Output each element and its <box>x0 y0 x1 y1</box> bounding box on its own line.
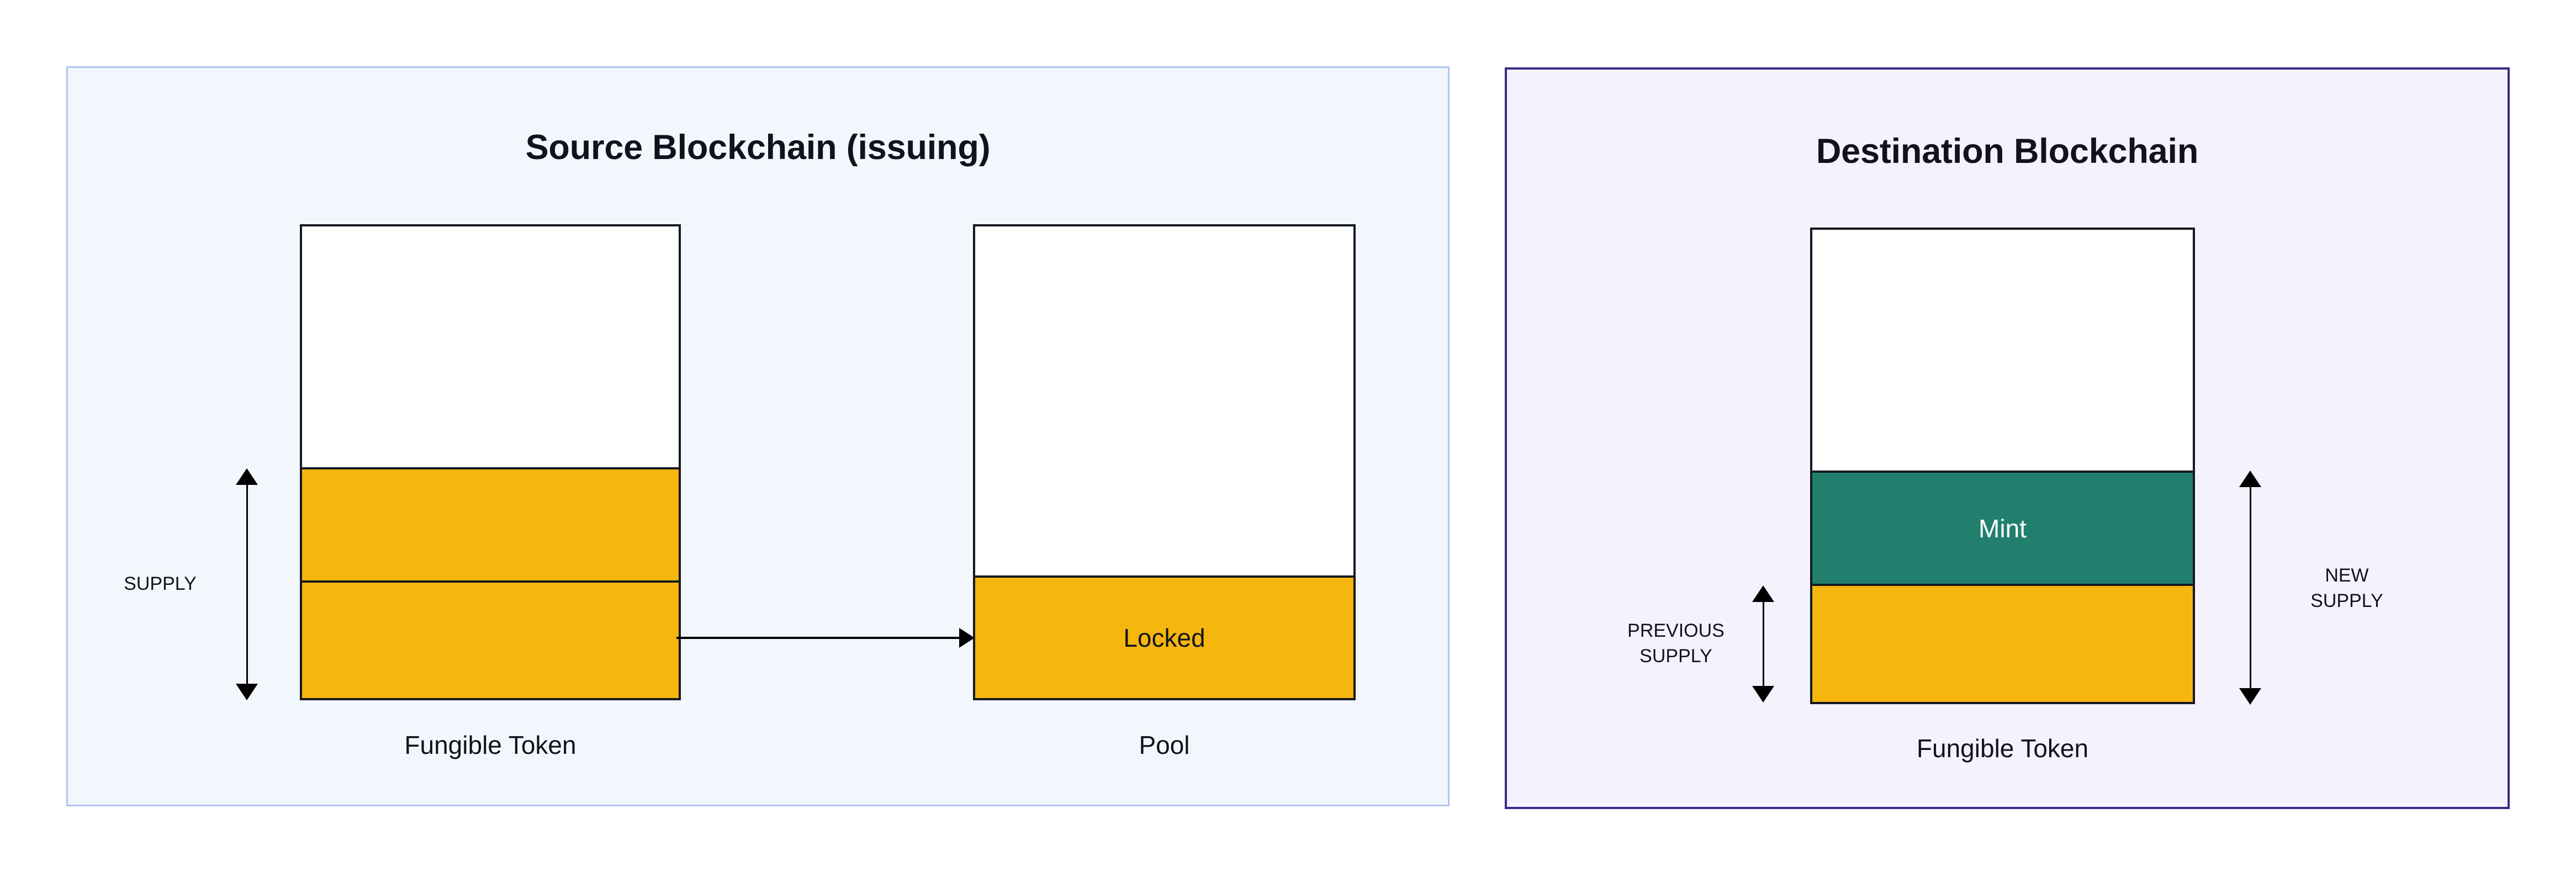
arrow-shaft <box>2250 483 2251 693</box>
supply-measure-arrow <box>236 468 258 700</box>
arrow-head-right-icon <box>959 628 975 648</box>
lock-transfer-arrow <box>676 628 975 648</box>
arrow-head-down-icon <box>2239 688 2261 705</box>
arrow-shaft <box>246 480 248 688</box>
destination-panel-title: Destination Blockchain <box>1816 132 2199 171</box>
new-supply-measure-arrow <box>2239 471 2261 705</box>
source-panel-title: Source Blockchain (issuing) <box>525 128 991 167</box>
destination-fungible-token-column: Mint <box>1810 228 2195 704</box>
arrow-head-down-icon <box>236 684 258 700</box>
new-supply-measure-label: NEW SUPPLY <box>2310 565 2383 611</box>
arrow-head-down-icon <box>1752 686 1774 702</box>
pool-column: Locked <box>973 224 1356 700</box>
pool-caption: Pool <box>1139 731 1190 759</box>
source-token-supply-lower-segment <box>302 580 679 698</box>
previous-supply-measure-label: PREVIOUS SUPPLY <box>1627 620 1725 667</box>
destination-token-previous-supply-segment <box>1812 584 2193 702</box>
source-fungible-token-caption: Fungible Token <box>404 731 576 759</box>
pool-locked-segment: Locked <box>975 575 1353 698</box>
supply-measure-label: SUPPLY <box>124 573 197 594</box>
previous-supply-measure-arrow <box>1752 585 1774 702</box>
destination-fungible-token-caption: Fungible Token <box>1916 734 2089 763</box>
destination-token-headroom-segment <box>1812 230 2193 471</box>
source-token-supply-upper-segment <box>302 467 679 580</box>
arrow-shaft <box>676 637 961 639</box>
source-fungible-token-column <box>300 224 681 700</box>
destination-token-mint-segment: Mint <box>1812 471 2193 584</box>
source-token-headroom-segment <box>302 226 679 467</box>
pool-headroom-segment <box>975 226 1353 575</box>
arrow-shaft <box>1763 598 1764 690</box>
